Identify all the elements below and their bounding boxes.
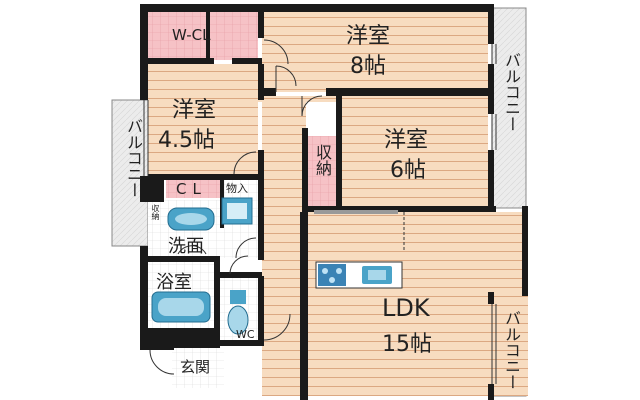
label-genkan: 玄関 [180, 358, 211, 376]
label-bath: 浴室 [156, 272, 192, 293]
doors [149, 39, 323, 375]
walls [140, 4, 528, 400]
balcony-top-area [491, 7, 527, 209]
label-storage: 収納 [313, 144, 332, 176]
label-western2-name: 洋室 [172, 98, 217, 123]
toilet-tank [230, 290, 246, 304]
fixtures [151, 197, 403, 335]
hall-strip [258, 96, 340, 102]
label-balcony-bottom: バルコニー [502, 310, 521, 390]
label-western2-size: 4.5帖 [158, 128, 215, 153]
label-wc: WC [236, 328, 255, 341]
label-closet: CL [176, 180, 207, 198]
label-ldk-size: 15帖 [382, 332, 432, 357]
walk-in-closet [148, 12, 258, 60]
entrance [172, 348, 224, 388]
label-balcony-left: バルコニー [124, 118, 143, 198]
toilet-bowl [227, 305, 249, 335]
label-western1-size: 8帖 [350, 54, 386, 79]
label-ldk: LDK [382, 294, 430, 322]
label-senmen: 洗面 [168, 236, 204, 257]
label-mono: 物入 [226, 182, 248, 195]
small-closet [166, 180, 220, 198]
room-western-4-5 [148, 64, 258, 176]
storage-closet [308, 136, 336, 206]
balcony-left-area [111, 99, 149, 247]
label-balcony-top: バルコニー [502, 52, 521, 132]
windows [143, 44, 497, 384]
room-western-8 [262, 12, 488, 92]
label-western3-name: 洋室 [384, 128, 429, 153]
label-wcl: W-CL [172, 26, 211, 44]
label-shuno-small: 収納 [151, 204, 160, 220]
label-western1-name: 洋室 [346, 24, 391, 49]
label-western3-size: 6帖 [390, 158, 426, 183]
room-western-6 [340, 96, 488, 208]
hallway [262, 96, 306, 396]
